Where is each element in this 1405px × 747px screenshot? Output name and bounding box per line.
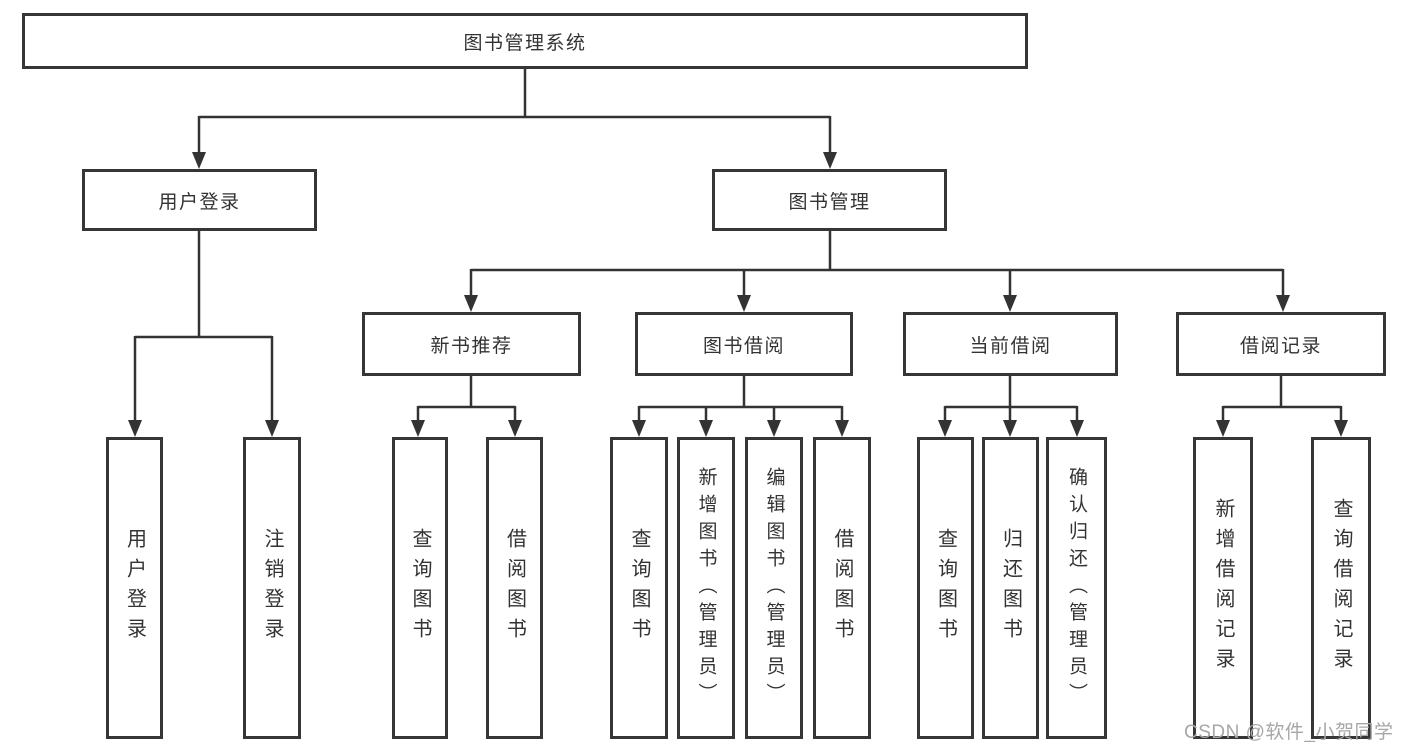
node-library-system: 图书管理系统 — [22, 13, 1028, 69]
arrow-down-icon — [823, 152, 837, 169]
arrow-down-icon — [1276, 295, 1290, 312]
arrow-down-icon — [1003, 420, 1017, 437]
leaf-label: 查询图书 — [628, 528, 650, 648]
connector-root — [192, 69, 837, 169]
connector-book-management — [464, 231, 1290, 312]
arrow-down-icon — [265, 420, 279, 437]
leaf-label: 确认归还（管理员） — [1066, 466, 1087, 710]
arrow-down-icon — [737, 295, 751, 312]
arrow-down-icon — [632, 420, 646, 437]
arrow-down-icon — [128, 420, 142, 437]
leaf-label: 借阅图书 — [503, 528, 526, 648]
leaf-query-books-borrow: 查询图书 — [610, 437, 668, 739]
connector-borrow-records — [1216, 376, 1348, 437]
node-new-book-recommend: 新书推荐 — [362, 312, 581, 376]
leaf-label: 用户登录 — [123, 528, 146, 648]
leaf-add-borrow-record: 新增借阅记录 — [1193, 437, 1253, 739]
node-book-borrow: 图书借阅 — [635, 312, 853, 376]
leaf-query-books-recommend: 查询图书 — [392, 437, 448, 739]
leaf-borrow-books-recommend: 借阅图书 — [486, 437, 543, 739]
leaf-logout-login: 注销登录 — [243, 437, 301, 739]
arrow-down-icon — [1216, 420, 1230, 437]
leaf-label: 编辑图书（管理员） — [763, 466, 785, 710]
arrow-down-icon — [1334, 420, 1348, 437]
connector-new-book-recommend — [411, 376, 522, 437]
leaf-query-books-current: 查询图书 — [917, 437, 974, 739]
leaf-label: 新增图书（管理员） — [695, 466, 717, 710]
connector-current-borrow — [938, 376, 1084, 437]
leaf-label: 查询借阅记录 — [1330, 498, 1352, 678]
leaf-label: 新增借阅记录 — [1212, 498, 1234, 678]
leaf-label: 归还图书 — [999, 528, 1022, 648]
leaf-user-login: 用户登录 — [106, 437, 163, 739]
leaf-return-books: 归还图书 — [982, 437, 1039, 739]
arrow-down-icon — [1070, 420, 1084, 437]
leaf-borrow-books: 借阅图书 — [813, 437, 871, 739]
leaf-query-borrow-record: 查询借阅记录 — [1311, 437, 1371, 739]
connector-book-borrow — [632, 376, 849, 437]
node-user-login: 用户登录 — [82, 169, 317, 231]
node-current-borrow: 当前借阅 — [903, 312, 1118, 376]
arrow-down-icon — [1003, 295, 1017, 312]
csdn-watermark: CSDN @软件_小贺同学 — [1184, 722, 1394, 743]
node-book-management: 图书管理 — [712, 169, 947, 231]
leaf-label: 借阅图书 — [831, 528, 853, 648]
leaf-label: 查询图书 — [409, 528, 431, 648]
leaf-edit-books-admin: 编辑图书（管理员） — [745, 437, 803, 739]
arrow-down-icon — [464, 295, 478, 312]
node-borrow-records: 借阅记录 — [1176, 312, 1386, 376]
leaf-confirm-return-admin: 确认归还（管理员） — [1046, 437, 1107, 739]
leaf-label: 查询图书 — [934, 528, 957, 648]
arrow-down-icon — [699, 420, 713, 437]
arrow-down-icon — [508, 420, 522, 437]
arrow-down-icon — [767, 420, 781, 437]
arrow-down-icon — [192, 152, 206, 169]
leaf-add-books-admin: 新增图书（管理员） — [677, 437, 735, 739]
arrow-down-icon — [938, 420, 952, 437]
leaf-label: 注销登录 — [261, 528, 283, 648]
connector-user-login — [128, 231, 279, 437]
arrow-down-icon — [411, 420, 425, 437]
arrow-down-icon — [835, 420, 849, 437]
